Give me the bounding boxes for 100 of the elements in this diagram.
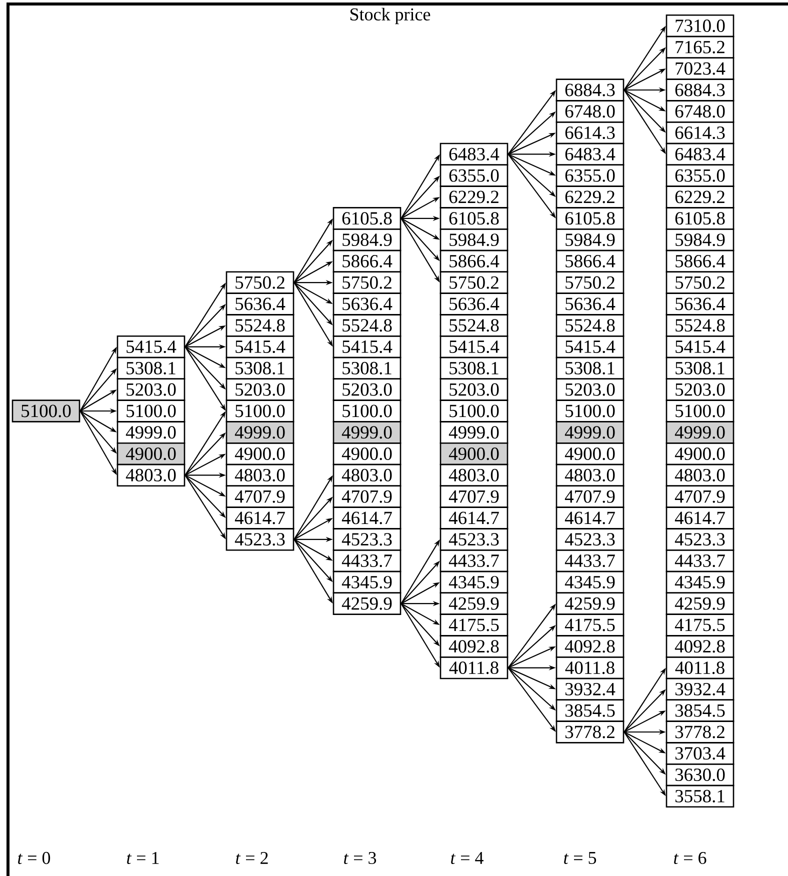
price-cell: 4011.8	[440, 656, 508, 680]
price-cell: 4523.3	[440, 528, 508, 551]
price-cell: 6105.8	[440, 207, 508, 230]
price-cell: 4900.0	[556, 442, 624, 466]
price-cell: 5415.4	[666, 335, 734, 358]
price-cell: 4614.7	[332, 506, 402, 530]
price-cell: 4614.7	[666, 506, 734, 530]
price-cell: 4259.9	[556, 592, 624, 615]
price-cell: 4707.9	[226, 485, 294, 508]
price-cell: 5750.2	[666, 271, 734, 294]
price-cell: 4523.3	[556, 528, 624, 551]
price-cell: 4092.8	[666, 635, 734, 658]
price-cell: 6483.4	[440, 142, 508, 166]
price-cell: 4803.0	[116, 464, 186, 487]
price-cell: 6229.2	[440, 186, 508, 208]
price-cell: 4614.7	[440, 506, 508, 530]
price-cell: 6355.0	[556, 164, 624, 187]
price-cell: 4175.5	[440, 614, 508, 636]
price-cell: 4345.9	[440, 570, 508, 594]
price-cell: 5866.4	[440, 250, 508, 273]
price-cell: 5984.9	[666, 228, 734, 252]
price-cell: 5524.8	[556, 314, 624, 337]
price-cell: 4259.9	[332, 592, 402, 615]
price-cell: 5415.4	[556, 335, 624, 358]
price-cell: 5415.4	[116, 335, 186, 358]
price-cell: 5308.1	[116, 356, 186, 380]
price-cell: 4345.9	[332, 570, 402, 594]
price-cell: 5203.0	[332, 378, 402, 401]
price-cell: 4803.0	[556, 464, 624, 487]
price-cell: 6355.0	[440, 164, 508, 187]
price-cell: 6105.8	[666, 207, 734, 230]
price-cell: 4345.9	[556, 570, 624, 594]
time-label: t = 4	[451, 852, 484, 864]
price-cell: 4900.0	[440, 442, 508, 466]
price-cell: 5750.2	[226, 271, 294, 294]
price-cell: 4259.9	[666, 592, 734, 615]
price-cell: 4175.5	[556, 614, 624, 636]
price-cell: 5750.2	[440, 271, 508, 294]
price-cell: 4803.0	[226, 464, 294, 487]
price-cell: 4900.0	[116, 442, 186, 466]
price-cell: 5750.2	[556, 271, 624, 294]
price-cell: 3778.2	[666, 720, 734, 744]
price-cell: 6483.4	[666, 142, 734, 166]
price-cell: 3854.5	[556, 699, 624, 722]
price-cell: 6355.0	[666, 164, 734, 187]
price-cell: 5636.4	[226, 292, 294, 316]
price-cell: 5308.1	[556, 356, 624, 380]
price-cell: 4614.7	[556, 506, 624, 530]
price-cell: 5984.9	[556, 228, 624, 252]
time-label: t = 0	[18, 852, 50, 864]
price-cell: 5984.9	[332, 228, 402, 252]
price-cell: 5524.8	[226, 314, 294, 337]
price-cell: 4900.0	[332, 442, 402, 466]
price-cell: 3932.4	[666, 678, 734, 701]
price-cell: 4803.0	[666, 464, 734, 487]
price-cell: 5415.4	[226, 335, 294, 358]
price-cell: 5308.1	[666, 356, 734, 380]
price-cell: 5308.1	[440, 356, 508, 380]
price-cell: 6748.0	[556, 100, 624, 123]
price-cell: 3778.2	[556, 720, 624, 744]
time-label: t = 5	[564, 852, 596, 864]
price-cell: 5100.0	[116, 400, 186, 422]
price-cell: 5636.4	[332, 292, 402, 316]
price-cell: 3630.0	[666, 763, 734, 786]
price-cell: 4259.9	[440, 592, 508, 615]
price-cell: 5308.1	[332, 356, 402, 380]
price-cell: 3932.4	[556, 678, 624, 701]
price-cell: 5984.9	[440, 228, 508, 252]
price-cell: 4523.3	[226, 528, 294, 551]
price-cell: 5415.4	[440, 335, 508, 358]
price-cell: 5308.1	[226, 356, 294, 380]
price-cell: 6884.3	[556, 78, 624, 102]
price-cell: 7310.0	[666, 14, 734, 38]
time-label: t = 2	[236, 852, 268, 864]
price-cell: 4999.0	[226, 421, 294, 444]
price-cell: 5866.4	[666, 250, 734, 273]
price-cell: 5203.0	[116, 378, 186, 401]
price-cell: 5524.8	[332, 314, 402, 337]
price-cell: 5415.4	[332, 335, 402, 358]
price-cell: 6748.0	[666, 100, 734, 123]
chart-title: Stock price	[350, 8, 430, 24]
price-cell: 4803.0	[332, 464, 402, 487]
price-cell: 4614.7	[226, 506, 294, 530]
price-cell: 4900.0	[226, 442, 294, 466]
price-cell: 4900.0	[666, 442, 734, 466]
price-cell: 4523.3	[332, 528, 402, 551]
time-label: t = 3	[344, 852, 376, 864]
price-cell: 5203.0	[556, 378, 624, 401]
price-cell: 6614.3	[556, 121, 624, 144]
price-cell: 5866.4	[556, 250, 624, 273]
price-cell: 3854.5	[666, 699, 734, 722]
price-cell: 4433.7	[440, 549, 508, 572]
price-cell: 4092.8	[556, 635, 624, 658]
price-cell: 4523.3	[666, 528, 734, 551]
price-cell: 4433.7	[556, 549, 624, 572]
price-cell: 4092.8	[440, 635, 508, 658]
price-cell: 4345.9	[666, 570, 734, 594]
price-cell: 4707.9	[666, 485, 734, 508]
price-cell: 4433.7	[332, 549, 402, 572]
time-label: t = 6	[674, 852, 706, 864]
